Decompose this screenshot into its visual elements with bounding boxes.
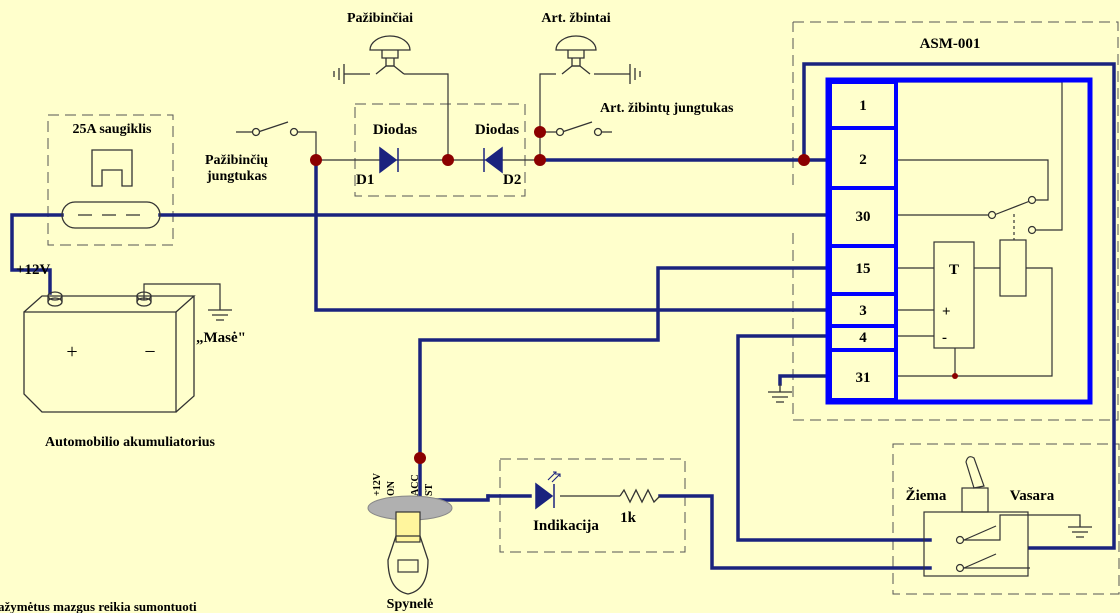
wire-terminal-2-frame [802, 62, 1116, 550]
wire-winter-summer [964, 514, 1081, 541]
toggle-body [961, 487, 989, 513]
terminal-4: 4 [859, 330, 867, 346]
ign-12v-label: +12V [372, 472, 383, 496]
switch-icon-mode [955, 525, 997, 573]
fuse-frame [47, 114, 174, 246]
battery-label: Automobilio akumuliatorius [45, 435, 216, 450]
indication-frame [499, 458, 686, 553]
terminal-1: 1 [859, 98, 867, 114]
toggle-lever-icon [965, 456, 985, 489]
key-slot-icon [397, 559, 419, 573]
switch-icon-art [555, 121, 603, 137]
wire-art-lamp-drop [539, 73, 556, 160]
junction-art-top [534, 126, 546, 138]
relay-icon [999, 239, 1027, 297]
battery-minus: − [144, 341, 155, 363]
ground-icon [208, 300, 232, 321]
lamp-icon-art [555, 35, 597, 75]
plus12-label: +12V [16, 262, 51, 278]
led-icon [535, 471, 561, 510]
wire-internal-31 [896, 267, 1053, 377]
diode-frame [354, 103, 526, 197]
relay-switch-icon [987, 195, 1037, 235]
summer-label: Vasara [1010, 488, 1055, 504]
ign-on-label: ON [386, 480, 397, 496]
module-frame [792, 21, 1119, 421]
wire-resistor-switch [658, 494, 932, 570]
terminal-2: 2 [859, 152, 867, 168]
diode-2-label: Diodas [475, 122, 519, 138]
wire-internal-2 [896, 159, 1049, 201]
junction-fog-switch [310, 154, 322, 166]
wire-fog-switch-terminal-3 [314, 158, 830, 312]
winter-summer-switch [923, 456, 1029, 577]
ign-acc-label: ACC [410, 474, 421, 496]
lock-label: Spynelė [387, 597, 434, 612]
resistor-label: 1k [620, 510, 637, 526]
wire-battery-fuse [10, 213, 64, 295]
wire-terminal-15-lock [418, 266, 830, 502]
junction-art-bottom [534, 154, 546, 166]
junction-timer [952, 373, 958, 379]
terminal-15: 15 [856, 261, 871, 277]
switch-icon-fog [251, 121, 299, 137]
fog-switch-label-2: jungtukas [206, 169, 267, 184]
wire-battery-ground [143, 283, 221, 300]
module-terminal-strip [828, 80, 898, 402]
terminal-3: 3 [859, 303, 867, 319]
ground-icon-switch [1068, 520, 1092, 538]
ignition-lock: +12V ON ACC ST [367, 472, 453, 595]
terminal-30: 30 [856, 209, 871, 225]
junctions [310, 126, 958, 464]
timer-minus: - [942, 330, 947, 346]
junction-terminal-2 [798, 154, 810, 166]
ign-st-label: ST [424, 483, 435, 496]
wire-fog-switch-out [296, 131, 317, 160]
ground-icon-art [629, 64, 641, 84]
fog-lights-label: Pažibinčiai [347, 11, 413, 26]
terminal-dividers [830, 126, 896, 352]
d2-label: D2 [503, 172, 521, 188]
d1-label: D1 [356, 172, 374, 188]
key-head-icon [387, 535, 429, 595]
footer-note: Pažymėtus mazgus reikia sumontuoti [0, 599, 197, 613]
fuse-label: 25A saugiklis [73, 122, 153, 137]
timer-label: T [949, 262, 959, 278]
toggle-case [923, 511, 1029, 577]
timer-plus: + [942, 304, 951, 320]
junction-diodes [442, 154, 454, 166]
battery-icon [23, 291, 196, 413]
art-switch-label: Art. žibintų jungtukas [600, 101, 734, 116]
junction-lock [414, 452, 426, 464]
asm-module: 1 2 30 15 3 4 31 T + - [825, 77, 1093, 405]
main-wires [10, 62, 1116, 570]
winter-label: Žiema [906, 487, 947, 504]
diode-icon-d1 [379, 146, 399, 174]
key-icon [395, 511, 421, 543]
resistor-icon [619, 488, 661, 504]
module-title: ASM-001 [920, 36, 981, 52]
wire-terminal-31-ground [778, 374, 830, 386]
art-lights-label: Art. žbintai [541, 11, 610, 26]
indication-label: Indikacija [533, 518, 599, 534]
winter-summer-frame [892, 443, 1120, 595]
lamp-icon [369, 35, 411, 75]
diode-icon-d2 [483, 146, 503, 174]
ground-icon-module [768, 384, 792, 403]
fog-switch-label-1: Pažibinčių [205, 153, 268, 168]
assembly-frames [47, 21, 1120, 595]
battery-plus: + [66, 341, 77, 363]
wire-terminal-4-switch [736, 334, 932, 542]
fuse-icon [61, 149, 161, 229]
wire-internal-1 [896, 81, 1063, 231]
wire-fog-lamp-drop [404, 73, 449, 160]
timer-block [933, 241, 975, 349]
ground-icon-fog [333, 64, 345, 84]
terminal-31: 31 [856, 370, 871, 386]
ground-label: „Masė" [196, 330, 246, 346]
diode-1-label: Diodas [373, 122, 417, 138]
